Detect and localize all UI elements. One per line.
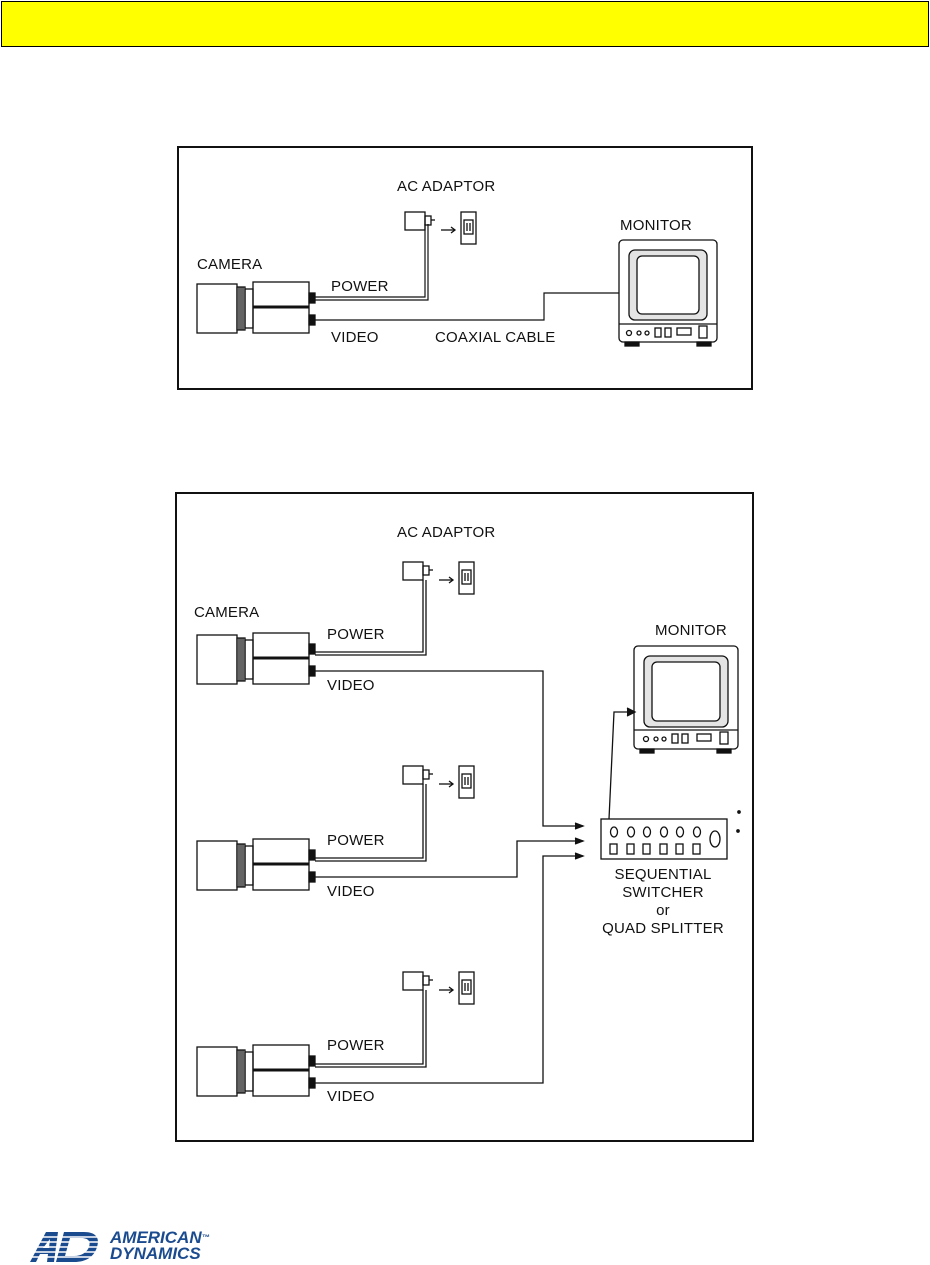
ac-adaptor-icon	[404, 211, 477, 245]
camera-2-icon	[195, 837, 317, 892]
power-label-1: POWER	[327, 626, 385, 643]
monitor-label: MONITOR	[620, 217, 692, 234]
sequential-switcher-icon	[600, 810, 741, 860]
coaxial-cable-label: COAXIAL CABLE	[435, 329, 556, 346]
video-label-1: VIDEO	[327, 677, 375, 694]
single-camera-wiring-svg	[196, 211, 718, 347]
multi-camera-wiring-svg	[195, 561, 741, 1098]
american-dynamics-logo: AMERICAN™ DYNAMICS	[24, 1228, 224, 1264]
monitor-icon	[633, 645, 739, 754]
video-label-3: VIDEO	[327, 1088, 375, 1105]
camera-icon	[196, 281, 316, 334]
camera-label: CAMERA	[197, 256, 263, 273]
logo-line-1: AMERICAN	[110, 1228, 202, 1247]
monitor-icon	[618, 239, 718, 347]
switcher-label-line-4: QUAD SPLITTER	[602, 920, 724, 937]
ac-adaptor-2-icon	[402, 765, 475, 799]
ad-logo-mark	[24, 1232, 104, 1262]
trademark-symbol: ™	[201, 1233, 210, 1242]
camera-1-icon	[195, 631, 317, 686]
ac-adaptor-label: AC ADAPTOR	[397, 524, 496, 541]
camera-3-icon	[195, 1043, 317, 1098]
single-camera-diagram: AC ADAPTOR MONITOR CAMERA POWER VIDEO CO…	[177, 146, 753, 390]
logo-line-2: DYNAMICS	[110, 1244, 201, 1263]
video-label-2: VIDEO	[327, 883, 375, 900]
switcher-label-line-2: SWITCHER	[622, 884, 704, 901]
logo-text-line-1: AMERICAN™	[110, 1228, 210, 1247]
ac-adaptor-label: AC ADAPTOR	[397, 178, 496, 195]
video-label: VIDEO	[331, 329, 379, 346]
power-label-3: POWER	[327, 1037, 385, 1054]
power-label-2: POWER	[327, 832, 385, 849]
power-label: POWER	[331, 278, 389, 295]
switcher-label-line-3: or	[656, 902, 670, 919]
switcher-label-line-1: SEQUENTIAL	[614, 866, 712, 883]
header-banner	[1, 1, 929, 47]
ac-adaptor-3-icon	[402, 971, 475, 1005]
camera-label: CAMERA	[194, 604, 260, 621]
ac-adaptor-1-icon	[402, 561, 475, 595]
multi-camera-diagram: AC ADAPTOR CAMERA MONITOR POWER VIDEO PO…	[175, 492, 754, 1142]
monitor-label: MONITOR	[655, 622, 727, 639]
